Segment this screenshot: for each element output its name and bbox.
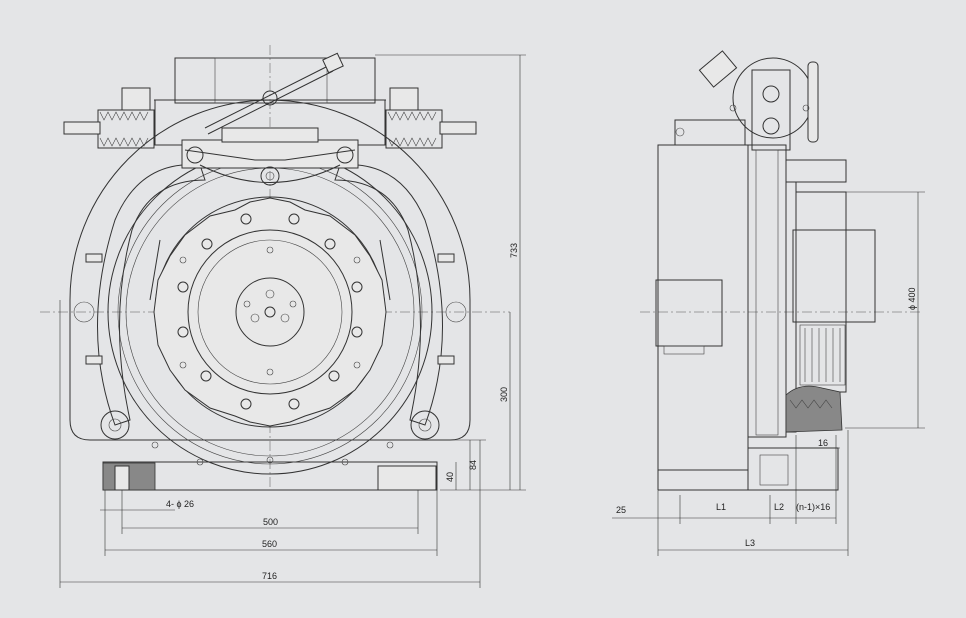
dim-hole-spacing: 500	[263, 517, 278, 527]
brake-lever-side	[698, 50, 738, 88]
dim-overall-width: 716	[262, 571, 277, 581]
shaft-hub	[235, 277, 305, 347]
traction-sheave-section	[785, 385, 843, 433]
side-dimensions	[612, 191, 925, 556]
dim-foot-height: 40	[445, 472, 455, 482]
hub-ring	[187, 229, 353, 395]
spring-left	[63, 87, 180, 149]
encoder-housing	[792, 229, 876, 323]
dim-sheave-diameter: ϕ 400	[907, 287, 917, 310]
dim-l3: L3	[745, 538, 755, 548]
flange-bolts	[177, 213, 363, 410]
dim-l1: L1	[716, 502, 726, 512]
dim-l2: L2	[774, 502, 784, 512]
dim-height: 733	[509, 243, 519, 258]
brake-arm-right	[334, 164, 443, 426]
spring-right	[360, 87, 477, 149]
release-lever	[204, 64, 331, 129]
dim-offset: 25	[616, 505, 626, 515]
brake-drum-side	[747, 144, 787, 438]
outer-studs	[151, 441, 394, 466]
hand-release	[807, 61, 819, 143]
dim-groove-pitch: (n-1)×16	[796, 502, 830, 512]
dim-holes: 4- ϕ 26	[166, 499, 194, 509]
brake-magnet-block	[174, 57, 376, 104]
front-dimensions	[59, 54, 526, 588]
side-view: ϕ 400 25 L1 L2 (n-1)×16 16 L3	[612, 50, 925, 556]
dim-base-height: 84	[468, 460, 478, 470]
dim-groove: 16	[818, 438, 828, 448]
brake-arm-left	[97, 164, 206, 426]
terminal-box	[655, 279, 723, 347]
side-studs	[73, 239, 467, 365]
motor-body	[657, 144, 749, 471]
dim-shaft-height: 300	[499, 387, 509, 402]
dim-base-width: 560	[262, 539, 277, 549]
front-view: 716 560 500 4- ϕ 26 733 300 84 40	[40, 45, 526, 588]
